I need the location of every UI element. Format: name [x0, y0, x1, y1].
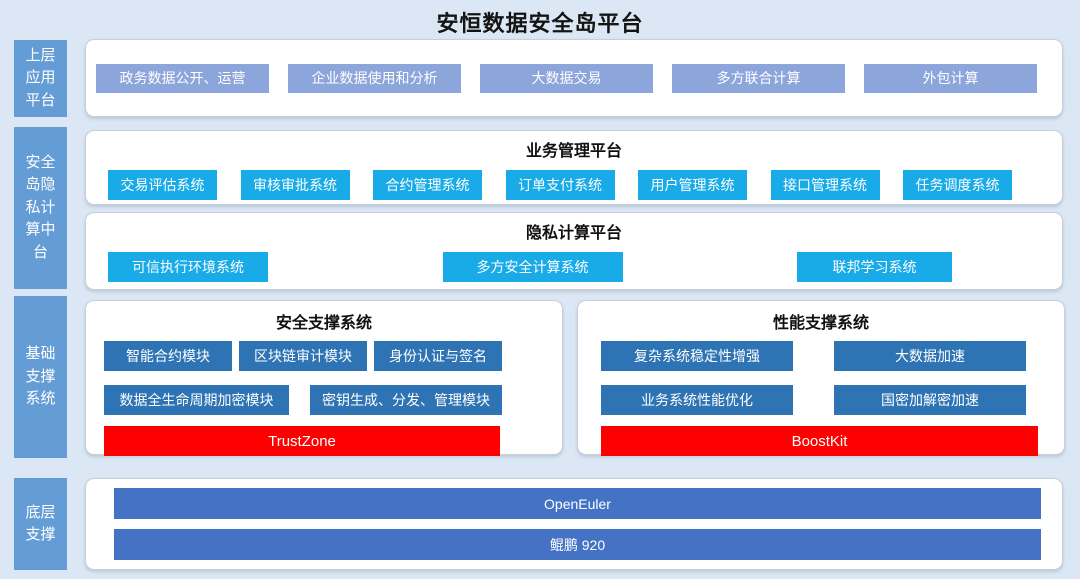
business-system-chip: 订单支付系统	[505, 170, 615, 200]
layer-label-upper-apps: 上层 应用 平台	[14, 40, 67, 117]
app-chip: 企业数据使用和分析	[288, 63, 461, 93]
app-chip: 大数据交易	[480, 63, 653, 93]
privacy-system-chip: 多方安全计算系统	[442, 252, 623, 282]
privacy-system-chip: 联邦学习系统	[797, 252, 952, 282]
diagram-title: 安恒数据安全岛平台	[436, 11, 644, 36]
performance-module-chip: 大数据加速	[834, 341, 1026, 371]
business-system-chip: 任务调度系统	[903, 170, 1012, 200]
business-system-chip: 审核审批系统	[240, 170, 350, 200]
upper-apps-panel: 政务数据公开、运营 企业数据使用和分析 大数据交易 多方联合计算 外包计算	[85, 39, 1063, 117]
business-management-panel: 业务管理平台 交易评估系统 审核审批系统 合约管理系统 订单支付系统 用户管理系…	[85, 130, 1063, 205]
security-module-chip: 身份认证与签名	[374, 341, 502, 371]
layer-label-base-support: 底层 支撑	[14, 478, 67, 570]
performance-support-panel: 性能支撑系统 复杂系统稳定性增强 大数据加速 业务系统性能优化 国密加解密加速 …	[577, 300, 1065, 456]
security-support-panel: 安全支撑系统 智能合约模块 区块链审计模块 身份认证与签名 数据全生命周期加密模…	[85, 300, 563, 456]
base-bar-openeuler: OpenEuler	[114, 488, 1041, 519]
performance-module-chip: 国密加解密加速	[834, 385, 1026, 415]
trustzone-highlight-bar: TrustZone	[104, 426, 500, 456]
layer-label-foundation-support: 基础 支撑 系统	[14, 296, 67, 458]
panel-title-security-support: 安全支撑系统	[275, 315, 372, 332]
privacy-computing-panel: 隐私计算平台 可信执行环境系统 多方安全计算系统 联邦学习系统	[85, 212, 1063, 290]
business-system-chip: 合约管理系统	[373, 170, 482, 200]
panel-title-privacy: 隐私计算平台	[525, 225, 622, 242]
security-module-chip: 智能合约模块	[104, 341, 232, 371]
security-module-chip: 数据全生命周期加密模块	[104, 385, 289, 415]
security-module-chip: 区块链审计模块	[239, 341, 367, 371]
layer-label-privacy-middle-platform: 安全 岛隐 私计 算中 台	[14, 127, 67, 289]
app-chip: 多方联合计算	[672, 63, 845, 93]
business-system-chip: 用户管理系统	[638, 170, 747, 200]
business-system-chip: 交易评估系统	[108, 170, 217, 200]
app-chip: 外包计算	[864, 63, 1037, 93]
performance-module-chip: 复杂系统稳定性增强	[601, 341, 793, 371]
base-bar-kunpeng-920: 鲲鹏 920	[114, 529, 1041, 560]
app-chip: 政务数据公开、运营	[96, 63, 269, 93]
panel-title-business: 业务管理平台	[525, 143, 622, 160]
panel-title-performance-support: 性能支撑系统	[772, 315, 869, 332]
boostkit-highlight-bar: BoostKit	[601, 426, 1038, 456]
base-support-panel: OpenEuler 鲲鹏 920	[85, 478, 1063, 570]
privacy-system-chip: 可信执行环境系统	[108, 252, 268, 282]
security-module-chip: 密钥生成、分发、管理模块	[310, 385, 502, 415]
performance-module-chip: 业务系统性能优化	[601, 385, 793, 415]
business-system-chip: 接口管理系统	[770, 170, 880, 200]
